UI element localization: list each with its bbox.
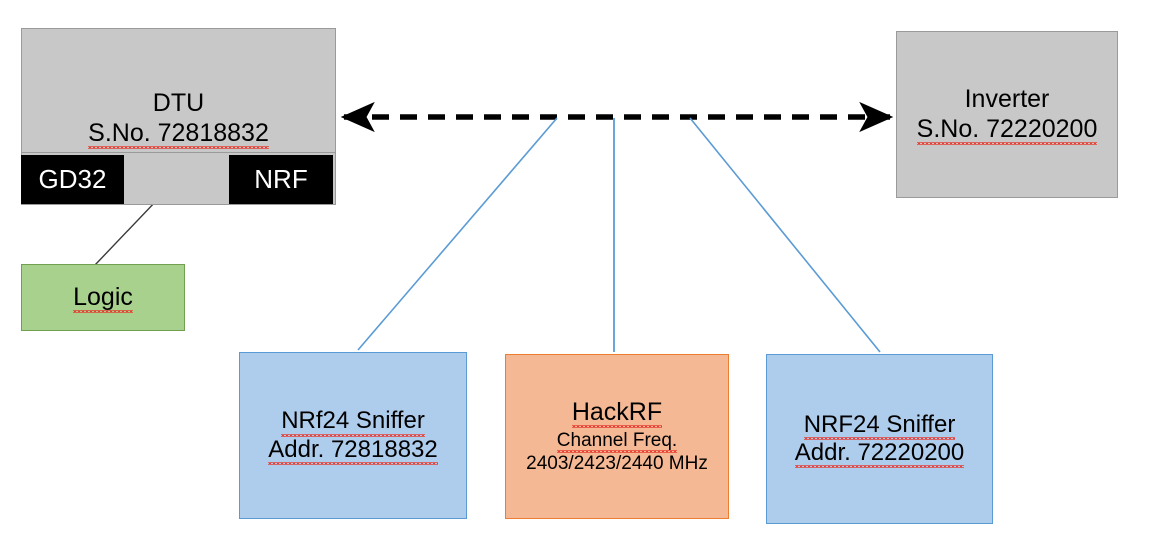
dtu-serial: S.No. 72818832 bbox=[88, 118, 269, 149]
dtu-title: DTU bbox=[152, 89, 205, 117]
nrf-chip-box[interactable]: NRF bbox=[229, 155, 333, 204]
hackrf-channel-label: Channel Freq. bbox=[556, 430, 678, 454]
gd32-label: GD32 bbox=[38, 164, 107, 195]
hackrf-box[interactable]: HackRF Channel Freq. 2403/2423/2440 MHz bbox=[505, 354, 729, 519]
hackrf-frequency-label: 2403/2423/2440 MHz bbox=[526, 453, 708, 475]
logic-analyzer-box[interactable]: Logic bbox=[21, 264, 185, 331]
logic-label: Logic bbox=[73, 282, 133, 313]
gd32-chip-box[interactable]: GD32 bbox=[21, 155, 124, 204]
sniffer-right-title: NRF24 Sniffer bbox=[803, 410, 956, 441]
sniffer-left-address: Addr. 72818832 bbox=[268, 435, 438, 466]
inverter-serial: S.No. 72220200 bbox=[916, 114, 1098, 145]
inverter-title: Inverter bbox=[964, 85, 1050, 113]
nrf24-sniffer-left-box[interactable]: NRf24 Sniffer Addr. 72818832 bbox=[239, 352, 467, 519]
sniffer-left-title: NRf24 Sniffer bbox=[281, 407, 425, 437]
dtu-box[interactable]: DTU S.No. 72818832 bbox=[21, 28, 336, 153]
nrf-label: NRF bbox=[254, 164, 308, 195]
hackrf-title: HackRF bbox=[571, 397, 663, 428]
sniffer-right-address: Addr. 72220200 bbox=[794, 439, 965, 469]
edge-tap-right bbox=[689, 117, 881, 353]
nrf24-sniffer-right-box[interactable]: NRF24 Sniffer Addr. 72220200 bbox=[766, 354, 993, 524]
edge-tap-left bbox=[357, 117, 558, 351]
inverter-box[interactable]: Inverter S.No. 72220200 bbox=[896, 31, 1118, 198]
